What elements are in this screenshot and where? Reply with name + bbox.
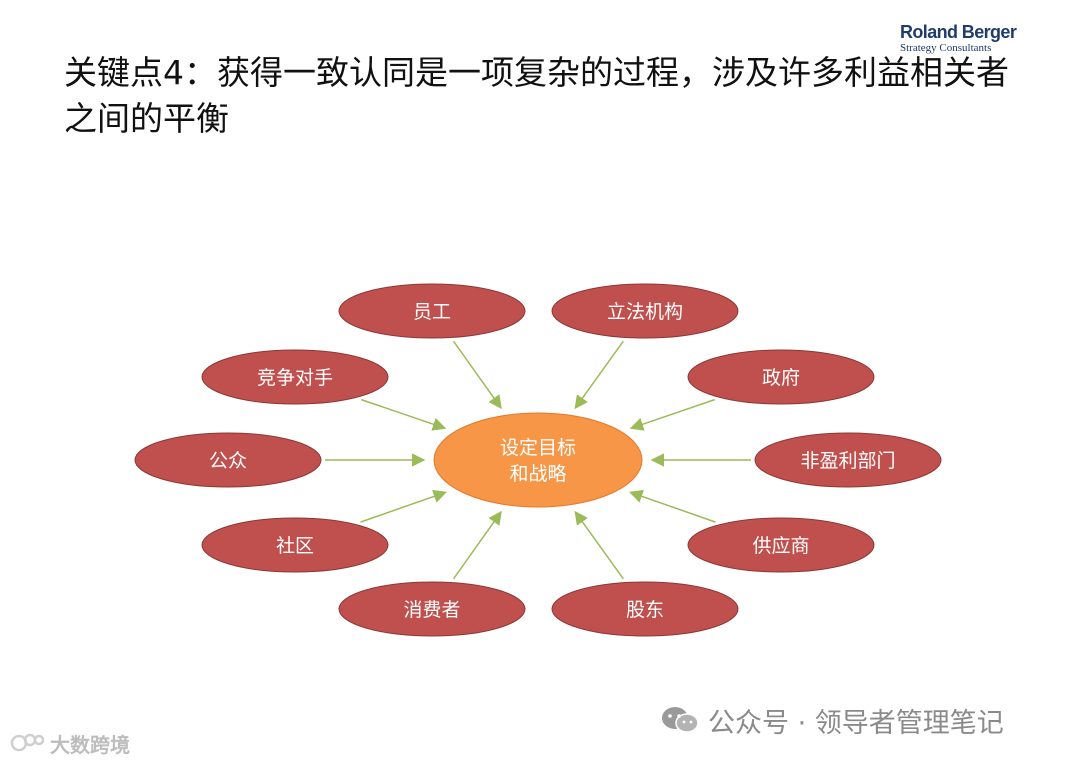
corner-mark-text: 大数跨境	[50, 732, 130, 757]
stakeholder-5-arrow	[629, 489, 716, 523]
stakeholder-9-node: 公众	[134, 432, 322, 488]
stakeholder-4-label: 非盈利部门	[800, 450, 895, 472]
brand-logo-icon	[10, 733, 45, 752]
stakeholder-4-ellipse	[754, 432, 942, 488]
stakeholder-8-arrow	[360, 489, 447, 523]
page-title: 关键点4：获得一致认同是一项复杂的过程，涉及许多利益相关者之间的平衡	[64, 53, 1009, 138]
stakeholder-1-node: 员工	[338, 283, 526, 339]
stakeholder-3-ellipse	[687, 349, 875, 405]
stakeholder-7-ellipse	[338, 581, 526, 637]
stakeholder-9-label: 公众	[209, 450, 247, 472]
stakeholder-8-node: 社区	[201, 517, 389, 573]
logo-sub-text: Strategy Consultants	[900, 42, 992, 54]
stakeholder-7-arrow	[452, 510, 502, 580]
stakeholder-5-label: 供应商	[752, 535, 809, 557]
stakeholder-10-arrow	[361, 398, 447, 431]
stakeholder-6-node: 股东	[551, 581, 739, 637]
stakeholder-4-node: 非盈利部门	[754, 432, 942, 488]
center-label-line2: 和战略	[509, 463, 566, 485]
stakeholder-2-label: 立法机构	[607, 301, 683, 323]
stakeholder-6-ellipse	[551, 581, 739, 637]
stakeholder-8-label: 社区	[276, 535, 314, 557]
stakeholder-1-label: 员工	[413, 301, 451, 323]
stakeholder-1-ellipse	[338, 283, 526, 339]
stakeholder-7-label: 消费者	[403, 599, 460, 621]
stakeholder-2-node: 立法机构	[551, 283, 739, 339]
stakeholder-10-node: 竞争对手	[201, 349, 389, 405]
stakeholder-5-node: 供应商	[687, 517, 875, 573]
stakeholder-1-arrow	[452, 340, 502, 410]
stakeholder-3-node: 政府	[687, 349, 875, 405]
stakeholder-6-label: 股东	[626, 599, 664, 621]
roland-berger-logo: Roland Berger Strategy Consultants	[900, 22, 1020, 54]
wechat-watermark: 公众号 · 领导者管理笔记	[660, 702, 1004, 739]
stakeholder-3-arrow	[629, 398, 715, 431]
center-label-line1: 设定目标	[500, 437, 576, 459]
stakeholder-5-ellipse	[687, 517, 875, 573]
watermark-text: 公众号 · 领导者管理笔记	[708, 707, 1004, 739]
center-ellipse	[433, 412, 643, 508]
logo-main-text: Roland Berger	[900, 22, 1017, 42]
stakeholder-10-label: 竞争对手	[257, 367, 333, 389]
corner-watermark: 大数跨境	[10, 730, 130, 757]
stakeholder-3-label: 政府	[762, 367, 800, 389]
stakeholder-2-ellipse	[551, 283, 739, 339]
stakeholder-7-node: 消费者	[338, 581, 526, 637]
stakeholder-2-arrow	[574, 340, 624, 410]
stakeholder-10-ellipse	[201, 349, 389, 405]
stakeholder-8-ellipse	[201, 517, 389, 573]
wechat-icon	[662, 707, 699, 733]
stakeholder-6-arrow	[574, 510, 624, 580]
stakeholder-9-ellipse	[134, 432, 322, 488]
